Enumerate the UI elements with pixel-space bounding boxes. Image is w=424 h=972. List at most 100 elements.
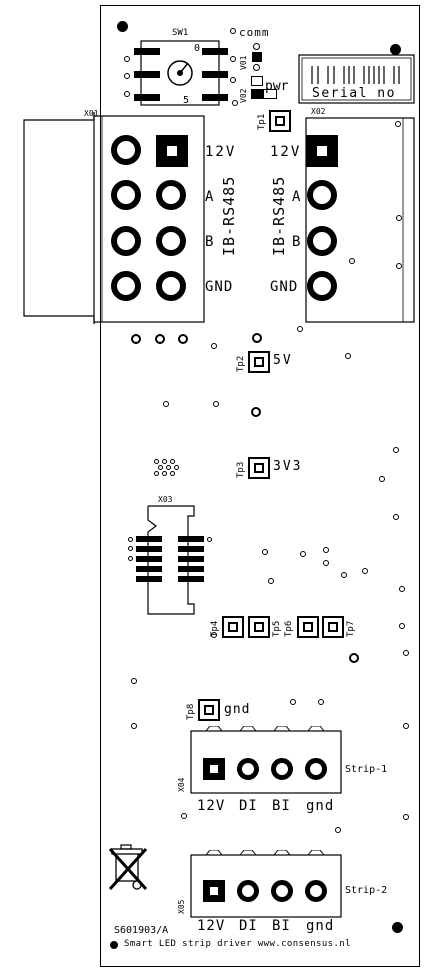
strip-2-label: Strip-2 (345, 885, 388, 896)
testpoint-tp4-label: Tp4 (210, 620, 220, 637)
strip-1-outline (190, 726, 342, 794)
via (297, 326, 303, 332)
testpoint-tp3 (248, 457, 270, 479)
led-pad (251, 89, 263, 99)
x01-pin (111, 135, 141, 165)
via (399, 586, 405, 592)
via (403, 723, 409, 729)
testpoint-tp4 (222, 616, 244, 638)
strip-1-pin (305, 758, 327, 780)
via (211, 343, 217, 349)
via (252, 333, 262, 343)
strip-2-pin-label-gnd: gnd (306, 918, 335, 934)
via (163, 401, 169, 407)
testpoint-tp3-label: Tp3 (236, 461, 246, 478)
strip-2-outline (190, 850, 342, 918)
via (403, 814, 409, 820)
x01-pin (156, 226, 186, 256)
via (396, 263, 402, 269)
testpoint-tp1-label: Tp1 (257, 113, 267, 130)
x01-pin (111, 180, 141, 210)
x03-pad (136, 556, 162, 562)
testpoint-tp8-label: Tp8 (186, 703, 196, 720)
via (335, 827, 341, 833)
strip-2-pin (305, 880, 327, 902)
via (349, 258, 355, 264)
led-pwr-body (263, 89, 277, 99)
led-pad (253, 64, 260, 71)
serial-label: Serial no (312, 86, 396, 101)
x03-pad (136, 576, 162, 582)
strip-1-pin (271, 758, 293, 780)
x01-pin-label-b: B (205, 234, 214, 250)
strip-2-pin-label-bi: BI (272, 918, 291, 934)
connector-x02-bus-label: IB-RS485 (270, 175, 288, 256)
connector-x03-ref: X03 (158, 495, 173, 504)
testpoint-tp2 (248, 351, 270, 373)
strip-1-ref: X04 (177, 777, 186, 792)
strip-2-pin-1-hole (210, 887, 218, 895)
strip-1-pin-label-gnd: gnd (306, 798, 335, 814)
fiducial-bottom-left (110, 941, 118, 949)
via (178, 334, 188, 344)
via (318, 699, 324, 705)
via (131, 678, 137, 684)
via (345, 353, 351, 359)
testpoint-tp6 (297, 616, 319, 638)
x03-pad (178, 546, 204, 552)
via (170, 459, 175, 464)
via (341, 572, 347, 578)
x02-pin (307, 226, 337, 256)
via (181, 813, 187, 819)
switch-pad (134, 71, 160, 78)
fiducial-top-right (390, 44, 401, 55)
x03-pad (178, 566, 204, 572)
testpoint-tp7 (322, 616, 344, 638)
via (251, 407, 261, 417)
switch-pad (202, 48, 228, 55)
via (124, 91, 130, 97)
x01-pin (111, 271, 141, 301)
via (128, 537, 133, 542)
testpoint-tp8 (198, 699, 220, 721)
led-pad (252, 52, 262, 62)
switch-pad (202, 94, 228, 101)
via (395, 121, 401, 127)
testpoint-tp2-label: Tp2 (236, 355, 246, 372)
x01-pin-label-a: A (205, 189, 214, 205)
via (158, 465, 163, 470)
testpoint-tp5 (248, 616, 270, 638)
via (154, 471, 159, 476)
strip-1-pin-label-di: DI (239, 798, 258, 814)
connector-x03-outline (147, 505, 195, 615)
x03-pad (178, 576, 204, 582)
via (379, 476, 385, 482)
via (393, 447, 399, 453)
switch-mark-top: 0 (194, 43, 201, 54)
x02-pin-label-a: A (292, 189, 301, 205)
via (124, 56, 130, 62)
weee-recycling-icon (108, 844, 148, 891)
strip-1-pin-1-hole (210, 765, 218, 773)
x02-pin (307, 180, 337, 210)
via (323, 547, 329, 553)
connector-x01-outline (23, 112, 205, 324)
via (262, 549, 268, 555)
strip-1-pin-label-bi: BI (272, 798, 291, 814)
x01-pin (156, 180, 186, 210)
via (300, 551, 306, 557)
led-v01-label: V01 (239, 55, 248, 70)
switch-pad (202, 71, 228, 78)
via (349, 653, 359, 663)
fiducial-bottom-right (392, 922, 403, 933)
x01-pin-label-gnd: GND (205, 279, 234, 295)
testpoint-tp5-label: Tp5 (272, 620, 282, 637)
via (362, 568, 368, 574)
x02-pin (307, 271, 337, 301)
board-tagline: Smart LED strip driver www.consensus.nl (124, 939, 351, 949)
via (155, 334, 165, 344)
connector-x01-ref: X01 (84, 109, 99, 118)
x02-pin-1 (306, 135, 338, 167)
part-number: S601903/A (114, 925, 169, 936)
switch-pad (134, 94, 160, 101)
